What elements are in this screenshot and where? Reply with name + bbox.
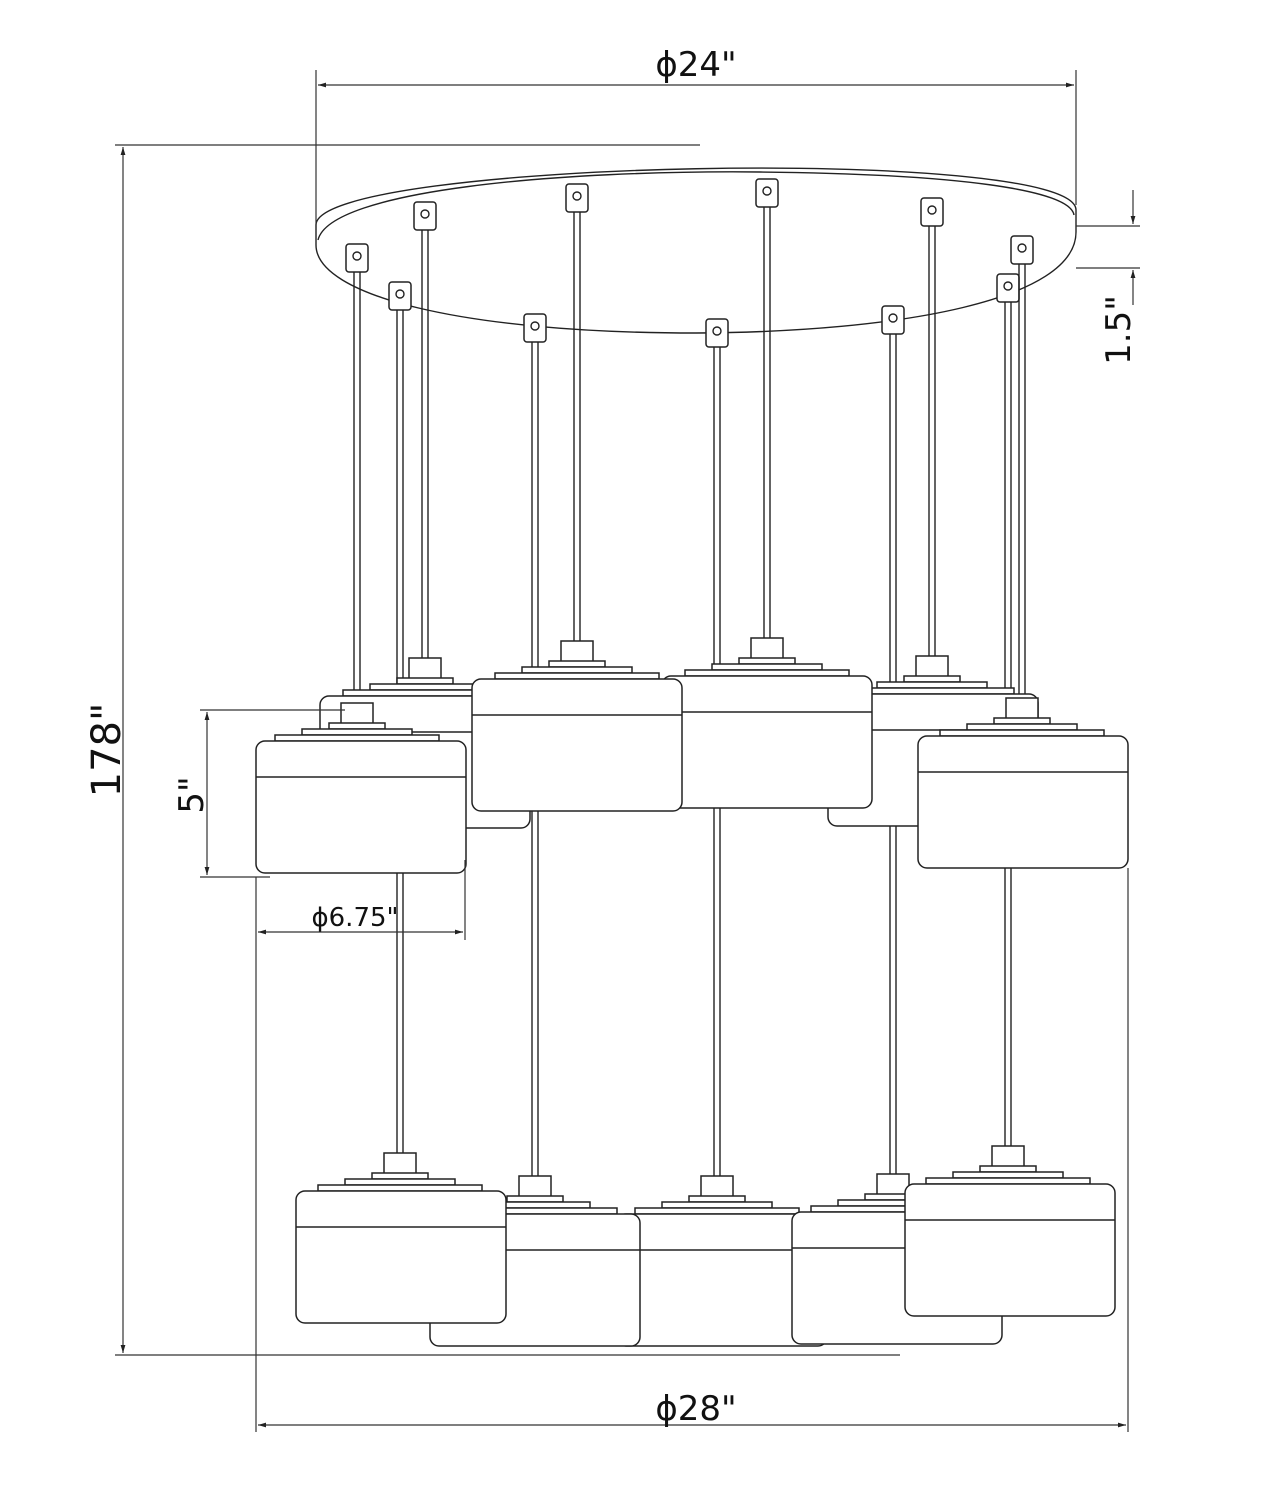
screw-icon xyxy=(395,289,405,299)
shade-step xyxy=(903,675,961,683)
shade-step xyxy=(993,717,1051,725)
shade-step xyxy=(634,1207,800,1215)
shade-cap xyxy=(750,637,784,661)
shade-cap xyxy=(560,640,594,664)
canopy-diameter-label: ϕ24" xyxy=(655,45,736,85)
shade-step xyxy=(396,677,454,685)
screw-icon xyxy=(352,251,362,261)
cord-mount xyxy=(1010,235,1034,265)
canopy xyxy=(315,167,1077,334)
dimension-shade-height: 5" xyxy=(172,709,345,878)
cord-mount xyxy=(523,313,547,343)
pendant-shade xyxy=(471,640,683,812)
pendant-cords xyxy=(345,178,1034,1178)
screw-icon xyxy=(888,313,898,323)
shade-body xyxy=(661,675,873,809)
shade-step xyxy=(548,660,606,668)
pendant-shade xyxy=(904,1145,1116,1317)
shade-step xyxy=(684,669,850,677)
shade-body xyxy=(255,740,467,874)
screw-icon xyxy=(712,326,722,336)
shade-step xyxy=(661,1201,773,1209)
mount-body xyxy=(388,281,412,311)
shade-cap xyxy=(876,1173,910,1197)
pendant-shade xyxy=(917,697,1129,869)
mount-body xyxy=(705,318,729,348)
shade-step xyxy=(494,672,660,680)
screw-icon xyxy=(530,321,540,331)
shade-cap xyxy=(383,1152,417,1176)
cord-mount xyxy=(345,243,369,273)
shade-step xyxy=(371,1172,429,1180)
cord-mount xyxy=(705,318,729,348)
cord-mount xyxy=(388,281,412,311)
dimension-overall-height: 178" xyxy=(84,144,900,1356)
mount-body xyxy=(881,305,905,335)
mount-body xyxy=(1010,235,1034,265)
cord-mount xyxy=(920,197,944,227)
shade-step xyxy=(506,1195,564,1203)
shade-step xyxy=(849,687,1015,695)
shade-step xyxy=(738,657,796,665)
dimension-overall-diameter: ϕ28" xyxy=(255,868,1129,1432)
cord-mount xyxy=(565,183,589,213)
shade-cap xyxy=(340,702,374,726)
mount-body xyxy=(523,313,547,343)
shade-step xyxy=(939,729,1105,737)
mount-body xyxy=(413,201,437,231)
pendant-shade xyxy=(295,1152,507,1324)
cord-mount xyxy=(755,178,779,208)
shade-step xyxy=(876,681,988,689)
shade-step xyxy=(711,663,823,671)
cord-mount xyxy=(996,273,1020,303)
shade-cap xyxy=(700,1175,734,1199)
mount-body xyxy=(996,273,1020,303)
dimension-canopy-diameter: ϕ24" xyxy=(315,45,1077,230)
shade-cap xyxy=(1005,697,1039,721)
shade-body xyxy=(471,678,683,812)
pendant-shade xyxy=(255,702,467,874)
shade-body xyxy=(295,1190,507,1324)
screw-icon xyxy=(420,209,430,219)
shade-step xyxy=(979,1165,1037,1173)
screw-icon xyxy=(572,191,582,201)
mount-body xyxy=(345,243,369,273)
shade-body xyxy=(904,1183,1116,1317)
screw-icon xyxy=(1017,243,1027,253)
shade-step xyxy=(344,1178,456,1186)
shade-height-label: 5" xyxy=(172,776,212,813)
dimension-canopy-height: 1.5" xyxy=(1076,190,1140,365)
shade-diameter-label: ϕ6.75" xyxy=(311,903,398,933)
mount-body xyxy=(920,197,944,227)
mount-body xyxy=(565,183,589,213)
shade-step xyxy=(274,734,440,742)
shade-step xyxy=(688,1195,746,1203)
shade-step xyxy=(966,723,1078,731)
pendant-shades xyxy=(255,637,1129,1347)
shade-step xyxy=(317,1184,483,1192)
canopy-height-label: 1.5" xyxy=(1099,295,1139,365)
shade-step xyxy=(369,683,481,691)
pendant-shade xyxy=(661,637,873,809)
overall-height-label: 178" xyxy=(84,703,130,798)
shade-cap xyxy=(408,657,442,681)
pendant-shade xyxy=(616,1175,828,1347)
screw-icon xyxy=(927,205,937,215)
shade-cap xyxy=(991,1145,1025,1169)
mount-body xyxy=(755,178,779,208)
shade-body xyxy=(917,735,1129,869)
dimension-shade-diameter: ϕ6.75" xyxy=(258,860,466,940)
shade-step xyxy=(521,666,633,674)
screw-icon xyxy=(762,186,772,196)
shade-step xyxy=(301,728,413,736)
shade-step xyxy=(925,1177,1091,1185)
screw-icon xyxy=(1003,281,1013,291)
shade-step xyxy=(952,1171,1064,1179)
overall-diameter-label: ϕ28" xyxy=(655,1389,736,1429)
shade-cap xyxy=(915,655,949,679)
cord-mount xyxy=(413,201,437,231)
shade-cap xyxy=(518,1175,552,1199)
cord-mount xyxy=(881,305,905,335)
shade-step xyxy=(328,722,386,730)
